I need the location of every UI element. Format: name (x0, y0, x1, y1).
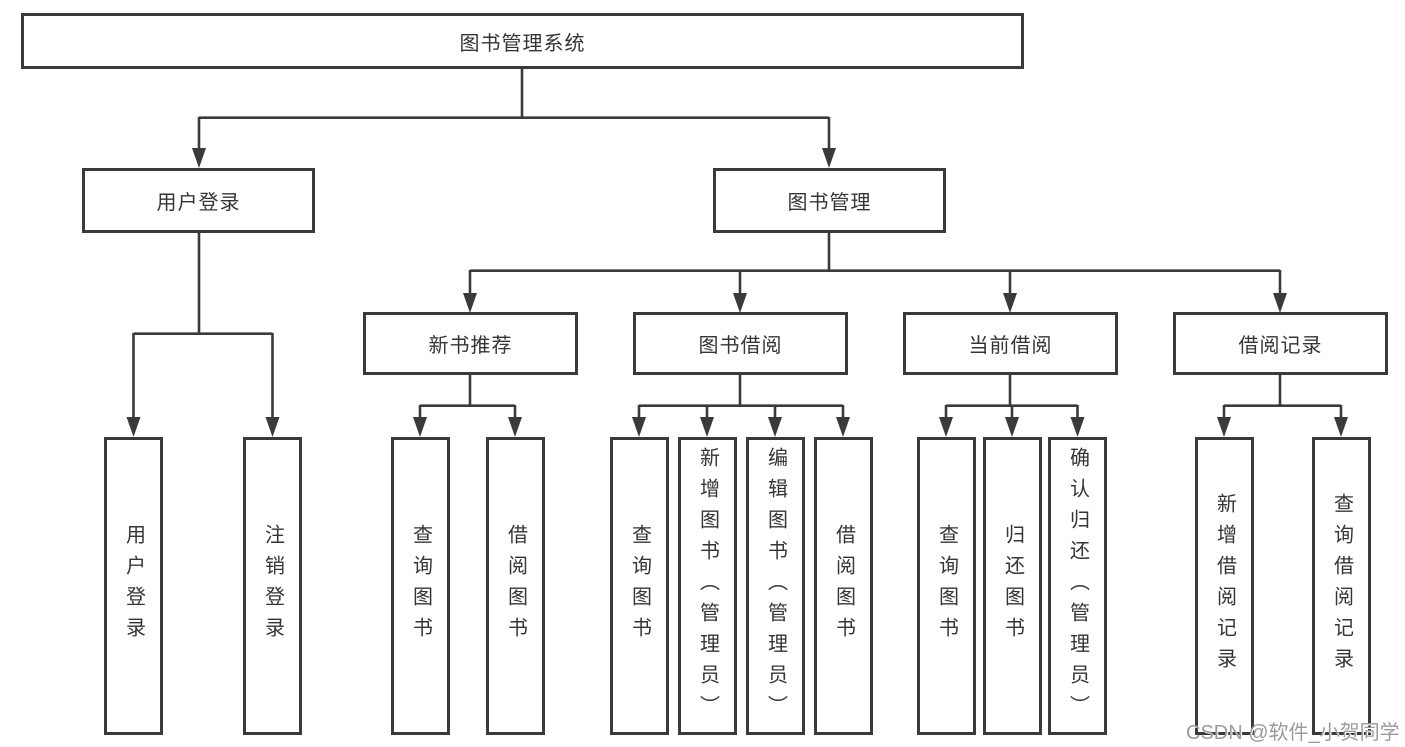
leaf-edit-books-admin-label: 编辑图书（管理员） (764, 446, 787, 726)
node-root-label: 图书管理系统 (459, 32, 586, 55)
node-book-management: 图书管理 (713, 168, 946, 233)
watermark-text: CSDN @软件_小贺同学 (1186, 722, 1400, 744)
node-new-book-recommend: 新书推荐 (363, 312, 578, 375)
leaf-borrow-books-label: 借阅图书 (832, 524, 855, 648)
node-borrow-records: 借阅记录 (1173, 312, 1388, 375)
leaf-query-borrow-record-label: 查询借阅记录 (1330, 493, 1353, 679)
connector-book-management (463, 233, 1287, 313)
leaf-borrow-books-recommend-label: 借阅图书 (504, 524, 527, 648)
leaf-confirm-return-admin: 确认归还（管理员） (1048, 437, 1107, 735)
leaf-borrow-books-recommend: 借阅图书 (486, 437, 545, 735)
leaf-user-login-label: 用户登录 (122, 524, 145, 648)
leaf-logout-label: 注销登录 (261, 524, 284, 648)
leaf-return-books: 归还图书 (983, 437, 1042, 735)
node-new-book-recommend-label: 新书推荐 (428, 335, 513, 357)
leaf-query-books-recommend-label: 查询图书 (409, 524, 432, 648)
leaf-query-books-borrow: 查询图书 (610, 437, 669, 735)
leaf-query-books-current-label: 查询图书 (935, 524, 958, 648)
leaf-query-books-borrow-label: 查询图书 (628, 524, 651, 648)
node-borrow-records-label: 借阅记录 (1238, 335, 1323, 357)
leaf-user-login: 用户登录 (104, 437, 163, 735)
node-user-login-label: 用户登录 (156, 192, 241, 214)
leaf-add-books-admin: 新增图书（管理员） (678, 437, 737, 735)
leaf-borrow-books: 借阅图书 (814, 437, 873, 735)
leaf-add-borrow-record-label: 新增借阅记录 (1213, 493, 1236, 679)
leaf-confirm-return-admin-label: 确认归还（管理员） (1066, 446, 1089, 726)
connector-borrow-records (1217, 375, 1348, 437)
connector-current-borrow (939, 375, 1085, 437)
leaf-return-books-label: 归还图书 (1001, 524, 1024, 648)
connector-book-borrow (632, 375, 850, 437)
connector-user-login (126, 233, 280, 437)
leaf-logout: 注销登录 (243, 437, 302, 735)
node-current-borrow: 当前借阅 (903, 312, 1118, 375)
node-book-management-label: 图书管理 (787, 192, 872, 214)
leaf-add-books-admin-label: 新增图书（管理员） (696, 446, 719, 726)
node-root-system: 图书管理系统 (21, 13, 1024, 69)
connector-root (192, 69, 836, 168)
leaf-edit-books-admin: 编辑图书（管理员） (746, 437, 805, 735)
connector-new-book (413, 375, 522, 437)
leaf-add-borrow-record: 新增借阅记录 (1195, 437, 1254, 735)
node-user-login: 用户登录 (82, 168, 315, 233)
node-current-borrow-label: 当前借阅 (968, 335, 1053, 357)
node-book-borrow: 图书借阅 (633, 312, 848, 375)
leaf-query-borrow-record: 查询借阅记录 (1312, 437, 1371, 735)
node-book-borrow-label: 图书借阅 (698, 335, 783, 357)
leaf-query-books-recommend: 查询图书 (391, 437, 450, 735)
leaf-query-books-current: 查询图书 (917, 437, 976, 735)
